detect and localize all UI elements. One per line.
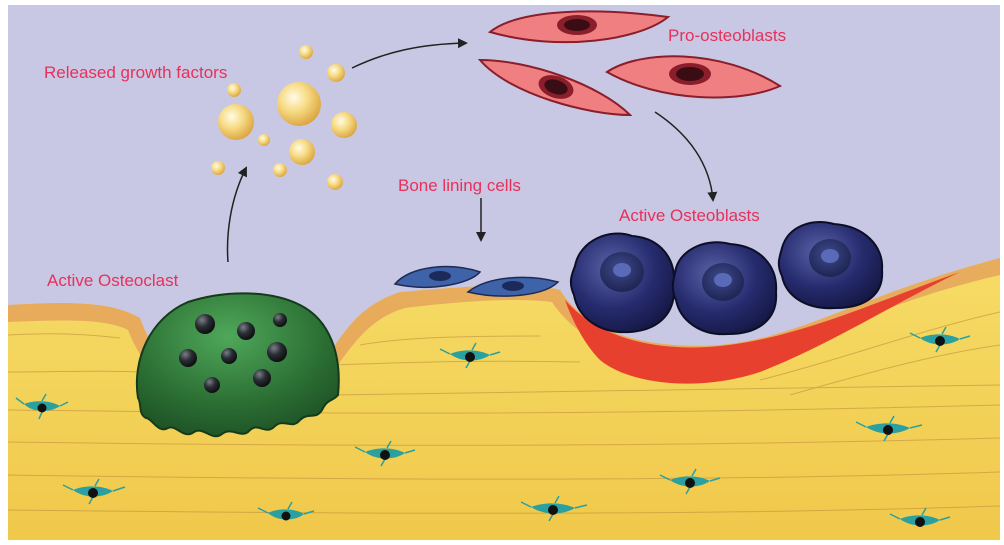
active-osteoblast	[571, 234, 674, 333]
active-osteoblast	[779, 222, 882, 308]
label-active-osteoclast: Active Osteoclast	[47, 271, 178, 291]
active-osteoblast	[673, 242, 776, 334]
label-bone-lining-cells: Bone lining cells	[398, 176, 521, 196]
label-active-osteoblasts: Active Osteoblasts	[619, 206, 760, 226]
label-pro-osteoblasts: Pro-osteoblasts	[668, 26, 786, 46]
label-released-growth-factors: Released growth factors	[44, 63, 227, 83]
active-osteoclast	[137, 293, 339, 436]
